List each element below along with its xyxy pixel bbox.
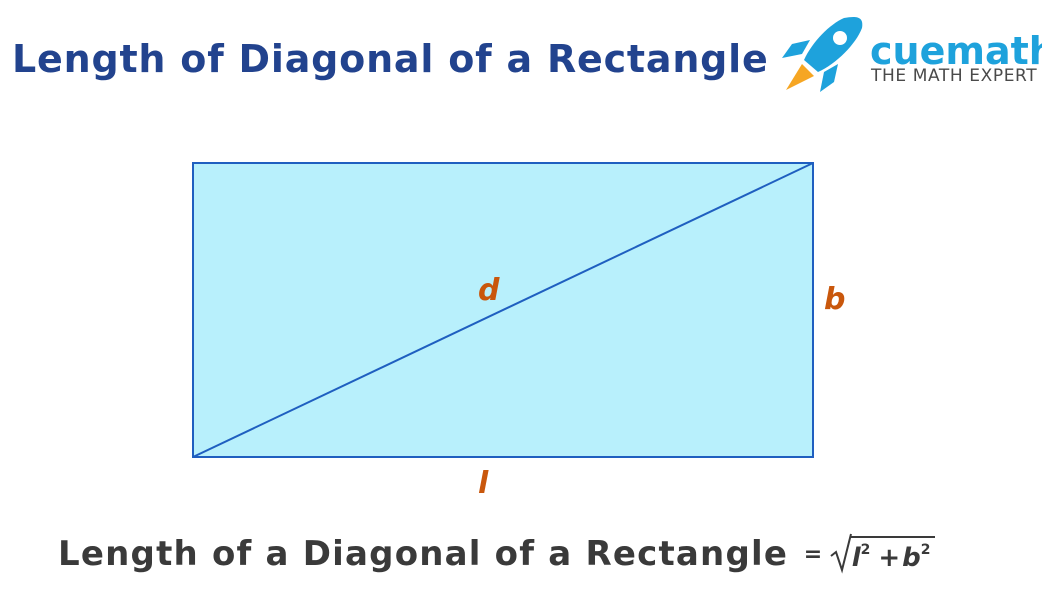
square-root: l2+b2	[830, 533, 935, 574]
side-label: b	[824, 282, 845, 317]
formula-label: Length of a Diagonal of a Rectangle	[58, 534, 789, 574]
rocket-window	[833, 31, 847, 45]
brand-name: cuemath	[870, 29, 1042, 73]
radicand: l2+b2	[849, 535, 935, 573]
radical-sign-icon	[830, 533, 852, 574]
diagonal-line	[192, 162, 814, 458]
exponent-b: 2	[920, 541, 931, 558]
rocket-icon	[782, 17, 863, 92]
brand-logo: cuemath THE MATH EXPERT	[780, 14, 1042, 94]
term-l: l	[851, 542, 861, 573]
bottom-label: l	[478, 466, 489, 501]
formula: Length of a Diagonal of a Rectangle = l2…	[58, 533, 935, 584]
exponent-l: 2	[860, 541, 871, 558]
rocket-fin-right	[820, 64, 838, 92]
formula-equals: =	[803, 541, 823, 567]
rocket-fin-left	[782, 40, 810, 58]
diagonal-label: d	[478, 273, 500, 308]
page-title: Length of Diagonal of a Rectangle	[12, 37, 769, 81]
rocket-flame	[786, 64, 814, 90]
plus-sign: +	[878, 542, 901, 573]
brand-tagline: THE MATH EXPERT	[871, 66, 1038, 86]
term-b: b	[902, 542, 921, 573]
rocket-body	[804, 17, 863, 72]
